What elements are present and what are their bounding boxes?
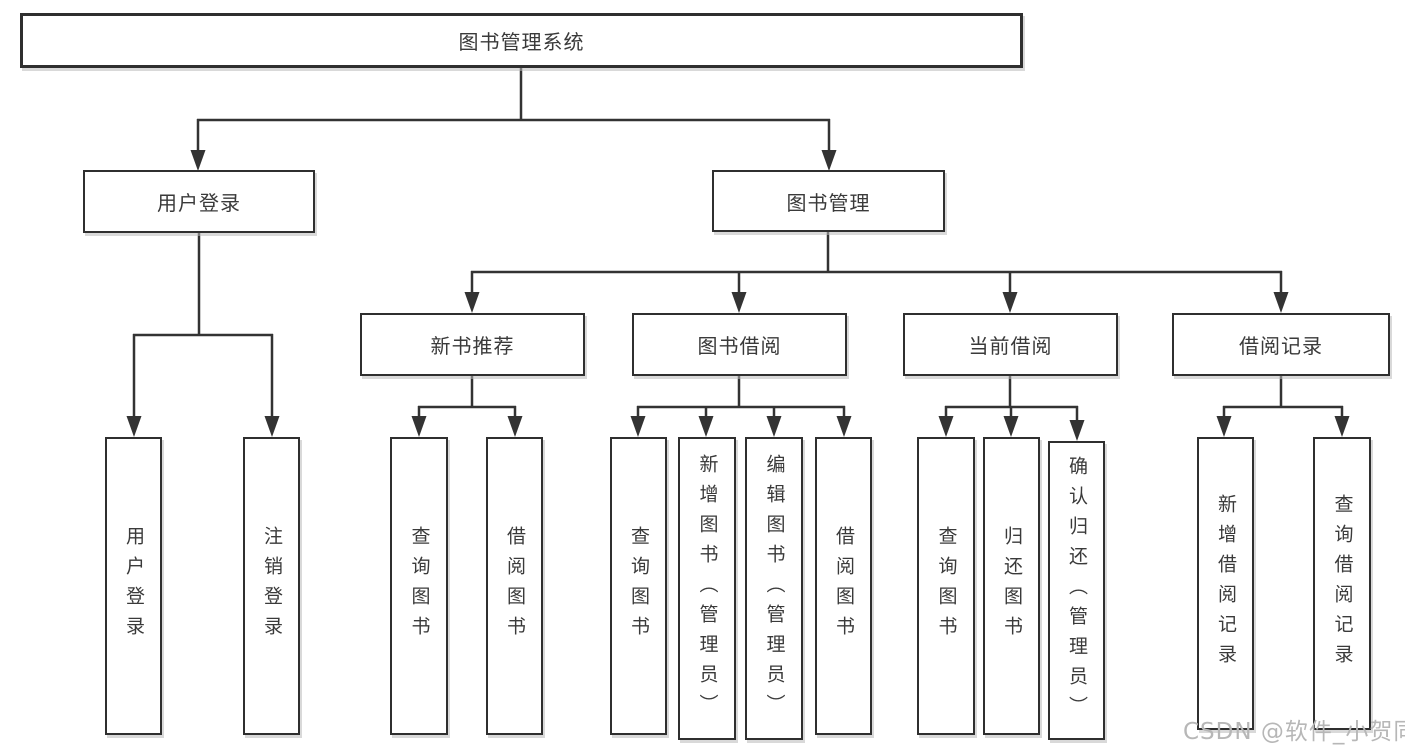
node-book-borrowing: 图书借阅 (632, 313, 847, 376)
leaf-label: 查询图书 (408, 526, 431, 646)
leaf-label: 借阅图书 (504, 526, 526, 646)
leaf-label: 查询借阅记录 (1331, 493, 1354, 674)
node-current-borrowing: 当前借阅 (903, 313, 1118, 376)
node-label: 新书推荐 (430, 334, 515, 358)
leaf-query-books-recommend: 查询图书 (390, 437, 448, 735)
leaf-borrow-books-recommend: 借阅图书 (486, 437, 543, 735)
leaf-label: 新增借阅记录 (1215, 493, 1237, 674)
leaf-add-borrow-record: 新增借阅记录 (1197, 437, 1254, 730)
node-label: 借阅记录 (1239, 334, 1323, 358)
node-label: 图书管理系统 (458, 30, 585, 54)
leaf-label: 查询图书 (935, 526, 958, 646)
leaf-label: 借阅图书 (833, 526, 855, 646)
leaf-label: 查询图书 (628, 526, 650, 646)
leaf-label: 用户登录 (123, 526, 145, 646)
node-borrowing-records: 借阅记录 (1172, 313, 1390, 376)
leaf-label: 编辑图书（管理员） (763, 453, 786, 724)
leaf-confirm-return-admin: 确认归还（管理员） (1048, 441, 1105, 740)
leaf-query-borrow-record: 查询借阅记录 (1313, 437, 1371, 730)
node-book-management: 图书管理 (712, 170, 945, 232)
leaf-label: 归还图书 (1001, 526, 1023, 646)
leaf-add-books-admin: 新增图书（管理员） (678, 437, 736, 740)
watermark: CSDN @软件_小贺同学 (1183, 719, 1405, 745)
node-label: 图书管理 (786, 190, 871, 215)
leaf-borrow-books-borrowing: 借阅图书 (815, 437, 872, 735)
leaf-return-books: 归还图书 (983, 437, 1040, 735)
node-user-login: 用户登录 (83, 170, 315, 233)
leaf-label: 确认归还（管理员） (1066, 455, 1088, 726)
leaf-user-login: 用户登录 (105, 437, 162, 735)
leaf-query-books-current: 查询图书 (917, 437, 975, 735)
node-label: 图书借阅 (697, 334, 782, 358)
node-library-management-system: 图书管理系统 (20, 13, 1023, 68)
node-label: 用户登录 (157, 191, 241, 215)
node-label: 当前借阅 (968, 334, 1053, 358)
leaf-label: 注销登录 (261, 526, 283, 646)
leaf-label: 新增图书（管理员） (696, 453, 719, 724)
node-new-book-recommendation: 新书推荐 (360, 313, 585, 376)
leaf-edit-books-admin: 编辑图书（管理员） (745, 437, 803, 740)
leaf-logout-login: 注销登录 (243, 437, 300, 735)
leaf-query-books-borrowing: 查询图书 (610, 437, 667, 735)
